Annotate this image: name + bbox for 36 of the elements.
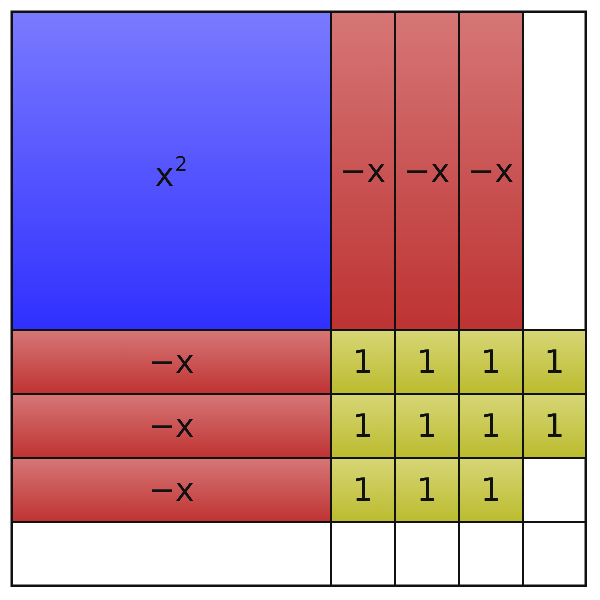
negative-x-tile (330, 11, 396, 331)
negative-x-tile (394, 11, 460, 331)
unit-tile (394, 457, 460, 523)
negative-x-tile (458, 11, 524, 331)
tile-label: 1 (480, 410, 502, 442)
tile-label: x$^{2}$ (155, 155, 188, 191)
unit-tile (458, 329, 524, 395)
tile-label: 1 (352, 410, 374, 442)
tile-label: 1 (544, 410, 565, 442)
unit-tile (394, 393, 460, 459)
tile-label: −x (148, 410, 194, 442)
tile-label: 1 (352, 346, 374, 378)
tile-label: 1 (416, 346, 438, 378)
tile-label: 1 (480, 474, 502, 506)
unit-tile (330, 329, 396, 395)
negative-x-tile (11, 393, 332, 459)
unit-tile (458, 457, 524, 523)
tile-label: 1 (416, 410, 438, 442)
unit-tile (458, 393, 524, 459)
tile-label: −x (404, 155, 450, 187)
tile-label: 1 (480, 346, 502, 378)
tile-label: 1 (352, 474, 374, 506)
tile-label: −x (468, 155, 514, 187)
tile-label: −x (148, 474, 194, 506)
negative-x-tile (11, 329, 332, 395)
negative-x-tile (11, 457, 332, 523)
unit-tile (330, 393, 396, 459)
x-squared-tile (11, 11, 332, 331)
unit-tile (522, 393, 587, 459)
tile-label: 1 (416, 474, 438, 506)
tile-label: 1 (544, 346, 565, 378)
unit-tile (394, 329, 460, 395)
tile-label: −x (340, 155, 386, 187)
unit-tile (330, 457, 396, 523)
unit-tile (522, 329, 587, 395)
tile-label: −x (148, 346, 194, 378)
